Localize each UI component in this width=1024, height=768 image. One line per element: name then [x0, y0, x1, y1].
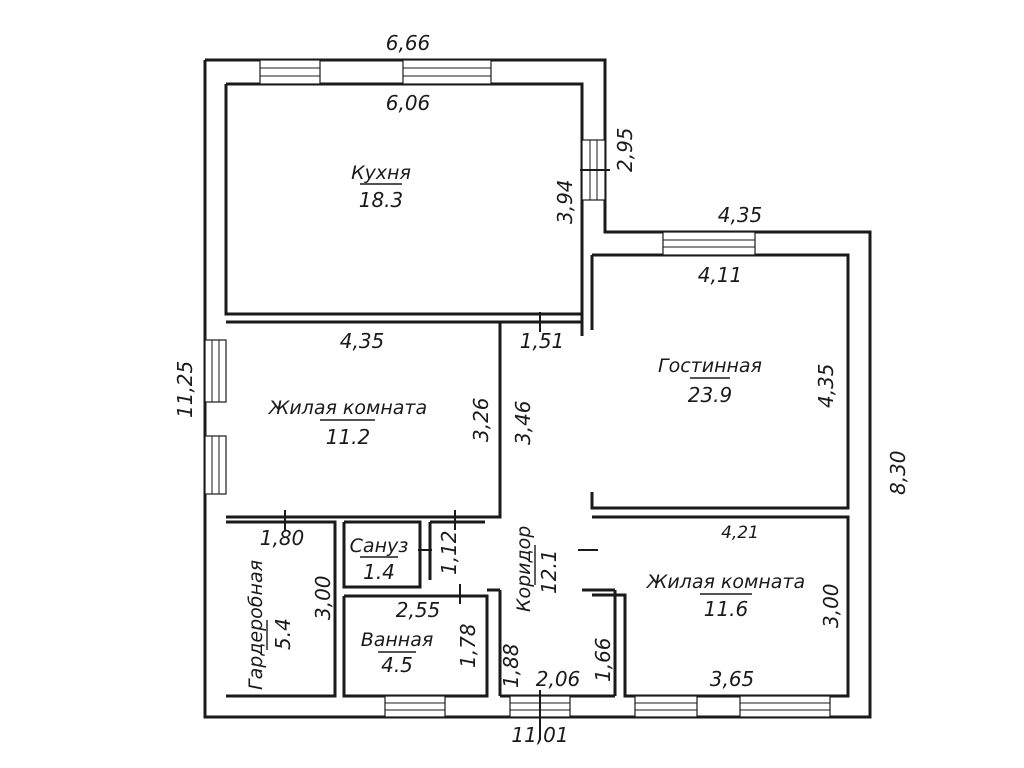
kitchen-area: 18.3	[359, 188, 404, 212]
dim-wardrobe-height: 3,00	[311, 575, 335, 620]
dim-kitchen-east-inner: 3,94	[553, 179, 577, 224]
dim-bedroom-west-height: 3,26	[469, 397, 493, 442]
room-labels: Кухня 18.3 Гостинная 23.9 Жилая комната …	[245, 162, 805, 690]
interior-walls	[226, 253, 850, 698]
corridor-name: Коридор	[513, 526, 535, 612]
dim-corridor-east: 1,66	[591, 637, 615, 682]
outer-walls	[203, 58, 872, 719]
dim-living-inner-width: 4,11	[698, 263, 743, 287]
bedroom-south-area: 11.6	[704, 597, 749, 621]
dim-bedroom-south-width-top: 4,21	[721, 523, 759, 543]
dim-overall-height-west: 11,25	[173, 361, 197, 418]
dim-corridor-length: 3,46	[511, 400, 535, 445]
toilet-area: 1.4	[363, 560, 395, 584]
dim-bathroom-height: 1,78	[456, 623, 480, 668]
door-marks	[284, 169, 610, 740]
dim-bedroom-west-width: 4,35	[340, 329, 385, 353]
dim-kitchen-outer-width: 6,66	[386, 31, 431, 55]
bathroom-area: 4.5	[381, 653, 413, 677]
bedroom-west-area: 11.2	[326, 425, 371, 449]
bedroom-west-name: Жилая комната	[268, 397, 427, 419]
dim-overall-width: 11,01	[511, 723, 568, 747]
kitchen-name: Кухня	[351, 162, 411, 184]
dim-corridor-west: 1,88	[499, 643, 523, 688]
dim-passage-width: 1,51	[520, 329, 565, 353]
wardrobe-area: 5.4	[271, 618, 295, 650]
dimension-labels: 6,66 6,06 2,95 3,94 4,35 4,11 4,35 8,30 …	[173, 31, 910, 747]
dim-bedroom-south-width-bottom: 3,65	[710, 667, 755, 691]
dim-kitchen-east-outer: 2,95	[613, 127, 637, 172]
dim-bedroom-south-height: 3,00	[819, 583, 843, 628]
bathroom-name: Ванная	[361, 629, 434, 651]
corridor-area: 12.1	[537, 549, 561, 594]
dim-living-outer-width: 4,35	[718, 203, 763, 227]
dim-corridor-bottom: 2,06	[536, 667, 581, 691]
bedroom-south-name: Жилая комната	[646, 571, 805, 593]
wardrobe-name: Гардеробная	[245, 560, 267, 690]
windows	[204, 59, 831, 718]
dim-toilet-width: 1,12	[437, 530, 461, 575]
dim-wardrobe-width: 1,80	[260, 526, 305, 550]
living-room-area: 23.9	[688, 383, 733, 407]
dim-living-height: 4,35	[814, 363, 838, 408]
living-room-name: Гостинная	[658, 355, 762, 377]
toilet-name: Сануз	[350, 535, 409, 557]
dim-overall-height-east: 8,30	[886, 450, 910, 495]
dim-bathroom-width: 2,55	[396, 598, 441, 622]
dim-kitchen-inner-width: 6,06	[386, 91, 431, 115]
